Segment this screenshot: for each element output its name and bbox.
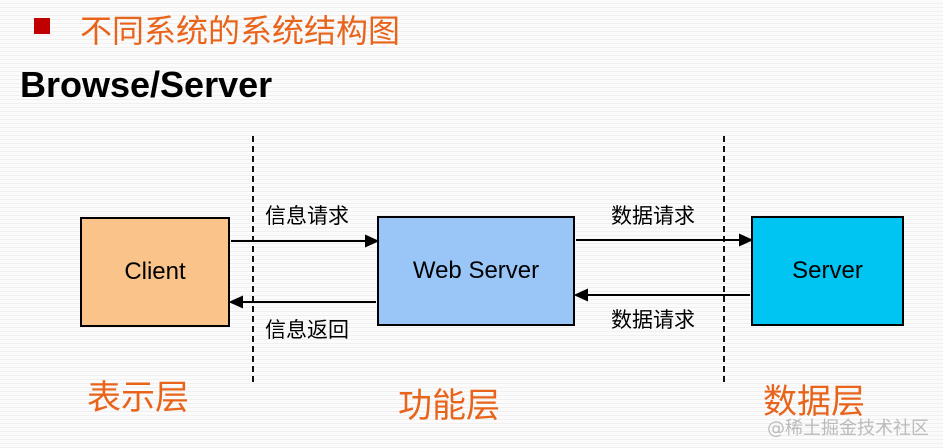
arrowhead-web-to-client xyxy=(228,295,243,309)
layer-function: 功能层 xyxy=(398,386,500,426)
label-data-request-out: 数据请求 xyxy=(611,204,695,228)
bullet-square xyxy=(34,18,50,34)
arrowhead-web-to-server xyxy=(739,233,754,247)
layer-presentation: 表示层 xyxy=(87,378,189,418)
client-label: Client xyxy=(124,258,186,285)
layer-divider-right xyxy=(723,136,725,382)
page-heading: 不同系统的系统结构图 xyxy=(80,12,401,50)
web-server-box: Web Server xyxy=(377,216,575,326)
layer-divider-left xyxy=(252,136,254,382)
label-info-return: 信息返回 xyxy=(265,318,349,342)
diagram-subtitle: Browse/Server xyxy=(20,64,273,105)
watermark: @稀土掘金技术社区 xyxy=(767,418,929,439)
web-server-label: Web Server xyxy=(412,257,540,284)
label-data-request-back: 数据请求 xyxy=(611,308,695,332)
server-box: Server xyxy=(751,216,904,326)
label-info-request: 信息请求 xyxy=(265,204,349,228)
client-box: Client xyxy=(80,217,230,327)
arrowhead-server-to-web xyxy=(573,288,588,302)
server-label: Server xyxy=(792,257,863,284)
arrowhead-client-to-web xyxy=(365,234,380,248)
layer-data: 数据层 xyxy=(763,382,865,422)
